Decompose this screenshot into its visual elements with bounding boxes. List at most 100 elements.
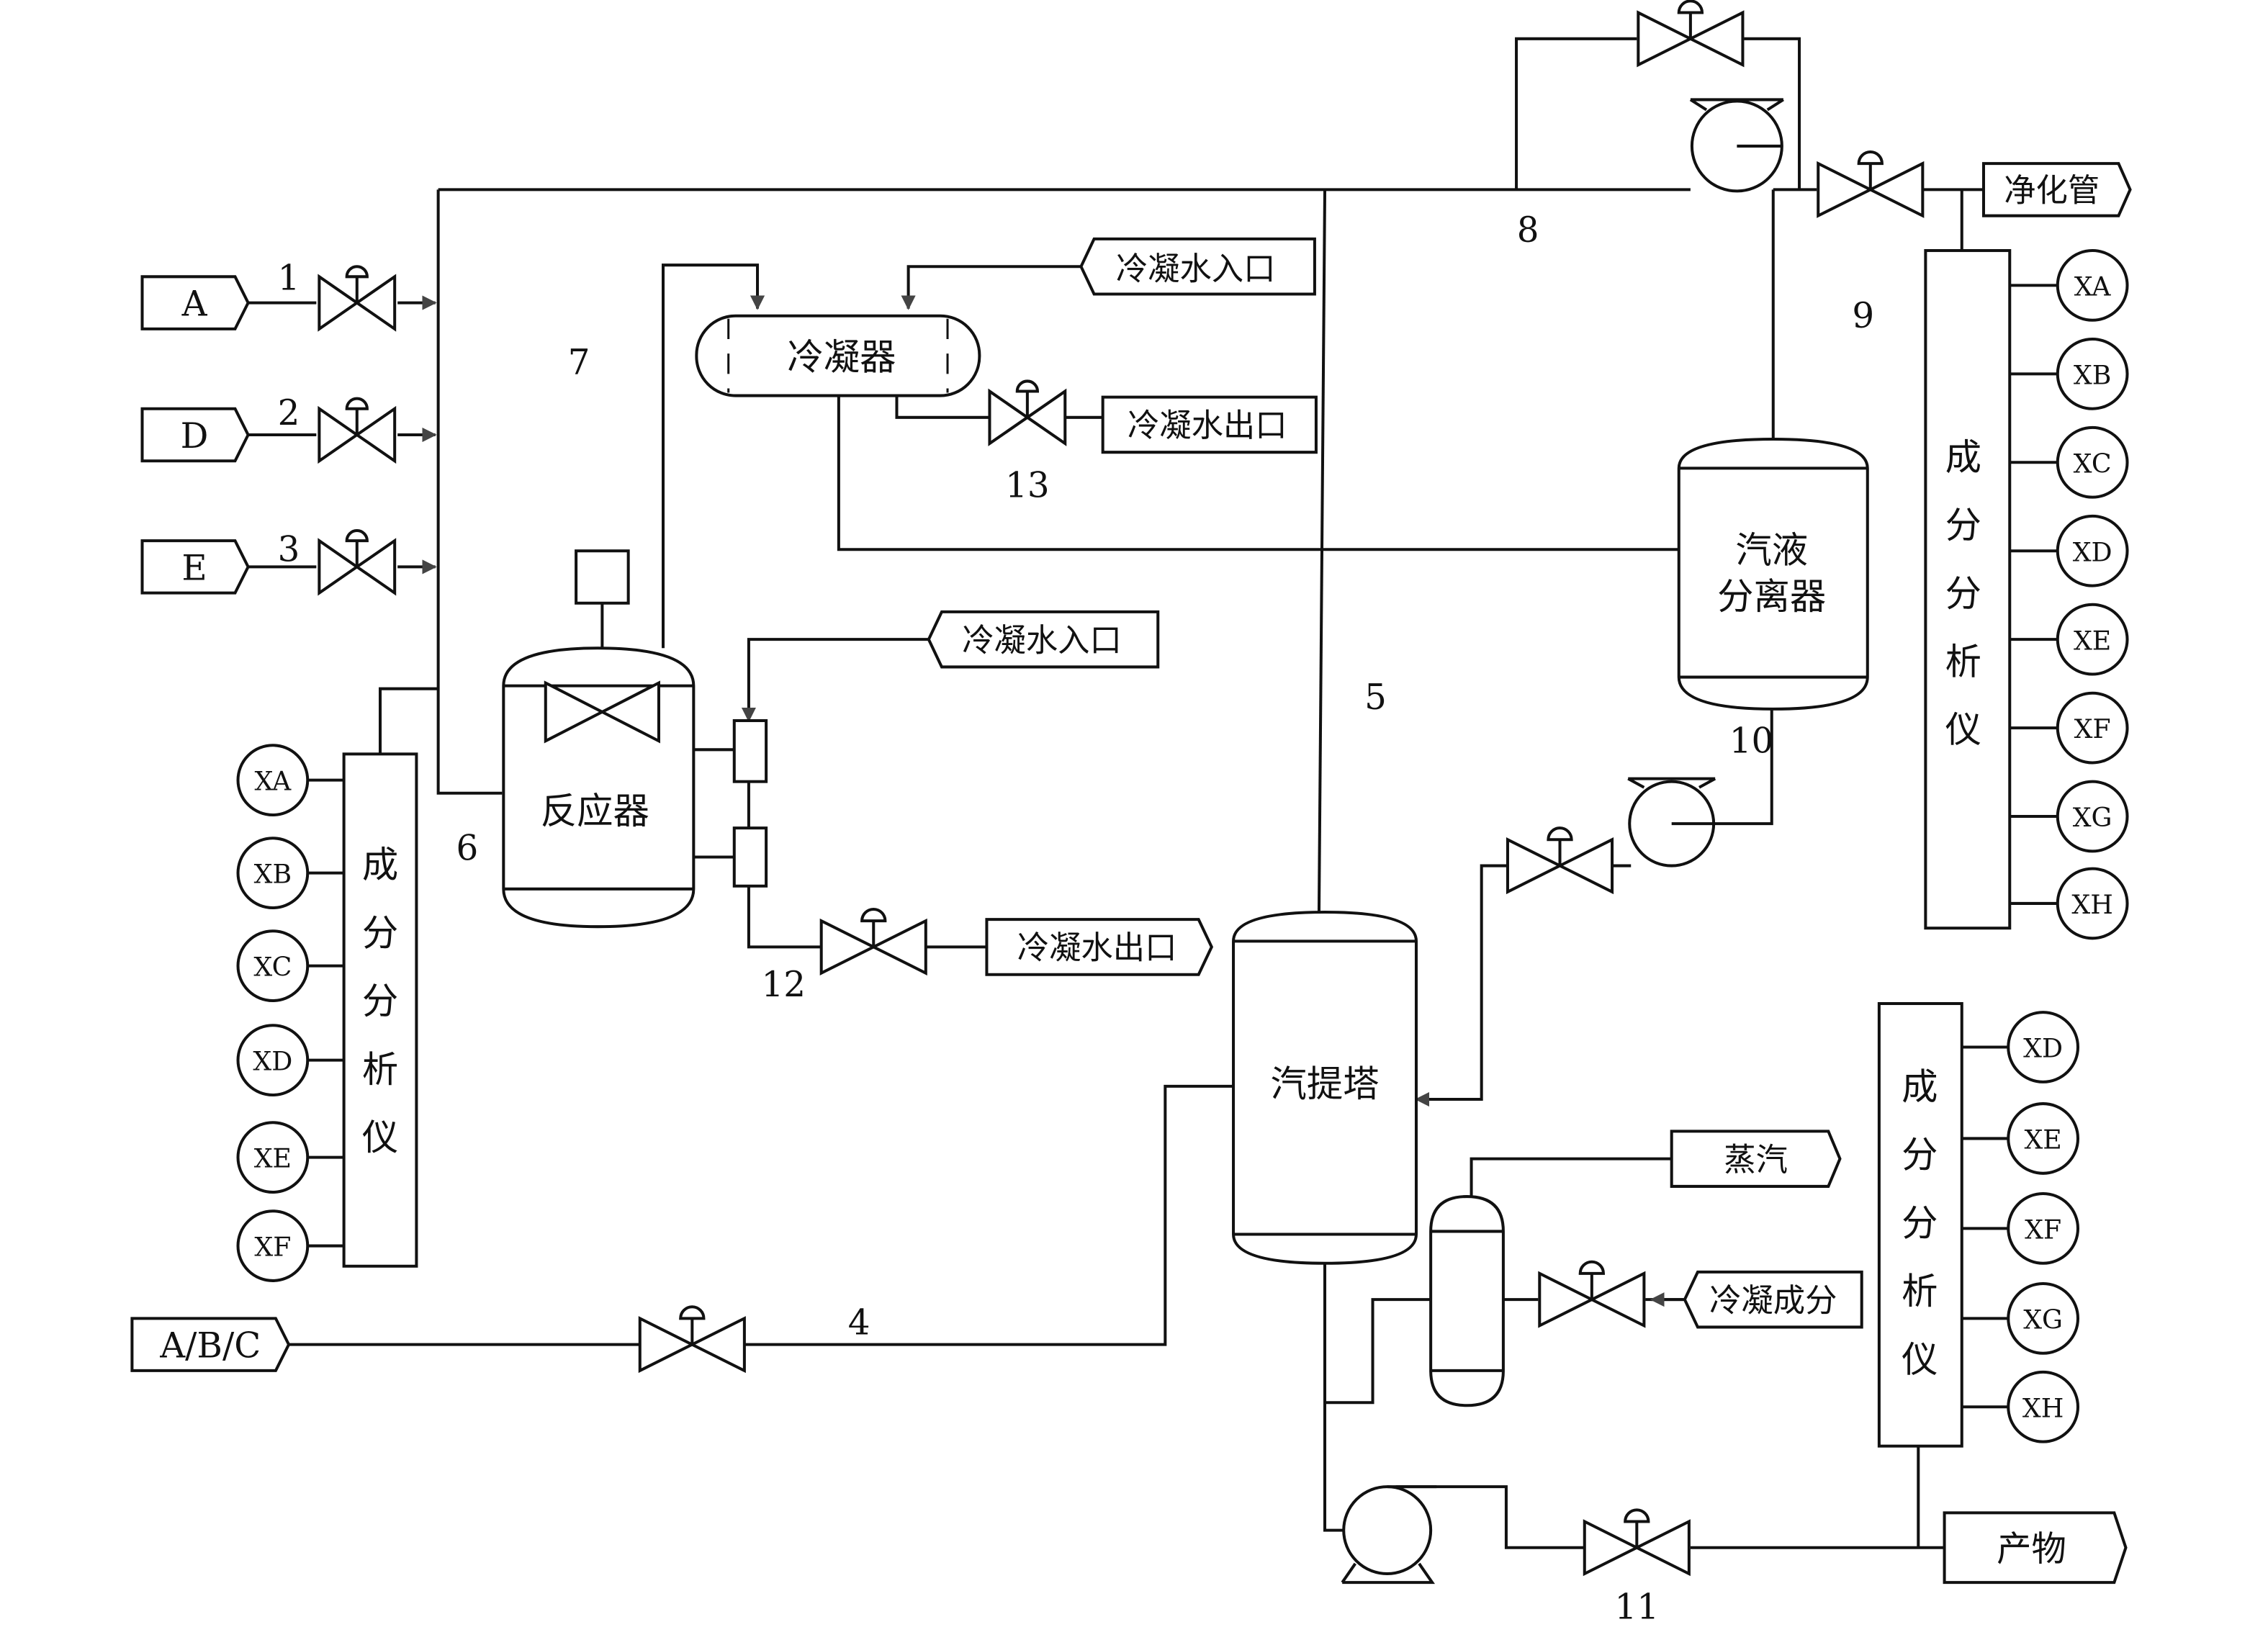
- analyzer-bottom-char-2: 分: [1902, 1202, 1938, 1244]
- analyzer-right-tag: XA: [2074, 271, 2112, 302]
- analyzer-right-char-0: 成: [1945, 436, 1981, 478]
- reactor-label: 反应器: [541, 790, 649, 832]
- stream-6-label: 6: [456, 828, 479, 868]
- analyzer-right-tag: XD: [2073, 536, 2112, 567]
- condensate-tag: 冷凝成分: [1683, 1270, 1863, 1329]
- reboiler: [1429, 1195, 1505, 1407]
- product-pump-icon: [1341, 1485, 1437, 1585]
- condenser-label: 冷凝器: [787, 335, 896, 378]
- utility-tags: 冷凝水入口 冷凝水出口 冷凝水入口 冷凝水出口 净化管 蒸汽 冷凝成分 产物: [927, 162, 2132, 1585]
- analyzer-left-tag: XD: [253, 1046, 292, 1077]
- feed-abc-label: A/B/C: [159, 1326, 261, 1366]
- piping: [246, 37, 1984, 1549]
- analyzer-left-char-1: 分: [362, 911, 398, 954]
- analyzer-bottom-tag: XH: [2022, 1392, 2064, 1423]
- cooling-coil-bottom-icon: [732, 826, 768, 888]
- separator-pump-icon: [1627, 777, 1716, 867]
- cw-out-reactor-tag: 冷凝水出口: [985, 918, 1214, 976]
- feed-e-label: E: [181, 549, 207, 589]
- valve-condensate-icon: [1539, 1262, 1644, 1326]
- steam-label: 蒸汽: [1724, 1142, 1788, 1178]
- analyzer-left: 成 分 分 析 仪 XA XB XC XD XE XF: [236, 744, 418, 1282]
- purge-tag: 净化管: [1981, 162, 2132, 217]
- valve-separator-liquid-icon: [1508, 828, 1612, 892]
- analyzer-bottom-char-3: 析: [1902, 1270, 1938, 1312]
- analyzer-right-tag: XF: [2074, 713, 2111, 744]
- analyzer-left-char-0: 成: [362, 844, 398, 886]
- feed-d-tag: D: [140, 407, 250, 463]
- stream-7-label: 7: [568, 342, 590, 382]
- stripper-label: 汽提塔: [1270, 1063, 1379, 1105]
- cw-in-reactor-tag: 冷凝水入口: [927, 610, 1160, 669]
- analyzer-left-title: 成 分 分 析 仪: [362, 844, 398, 1159]
- valve-condenser-cw-icon: [989, 381, 1065, 443]
- stream-numbers: 1 2 3 4 5 6 7 8 9 10 11 12 13: [278, 210, 1874, 1627]
- valve-product-icon: [1585, 1510, 1689, 1574]
- feed-abc-tag: A/B/C: [130, 1317, 291, 1372]
- stream-4-label: 4: [848, 1303, 870, 1343]
- analyzer-bottom-char-1: 分: [1902, 1134, 1938, 1176]
- feed-a-label: A: [181, 284, 208, 325]
- analyzer-bottom-char-0: 成: [1902, 1065, 1938, 1108]
- stream-2-label: 2: [278, 393, 300, 433]
- condenser: 冷凝器: [695, 314, 981, 397]
- steam-tag: 蒸汽: [1670, 1130, 1842, 1188]
- analyzer-left-tag: XB: [254, 859, 292, 890]
- separator-label-line2: 分离器: [1717, 575, 1826, 618]
- analyzer-right-tag: XE: [2074, 625, 2111, 656]
- analyzer-right-tag: XH: [2071, 889, 2112, 920]
- analyzer-left-char-3: 析: [362, 1048, 398, 1091]
- analyzer-left-tag: XC: [253, 952, 292, 983]
- agitator-icon: [544, 680, 660, 744]
- valve-feed-e-icon: [319, 531, 395, 593]
- valve-reactor-cw-icon: [822, 909, 926, 973]
- analyzer-left-char-2: 分: [362, 980, 398, 1022]
- stream-13-label: 13: [1005, 466, 1050, 506]
- cw-out-top-label: 冷凝水出口: [1128, 407, 1287, 444]
- product-label: 产物: [1997, 1529, 2066, 1569]
- purge-label: 净化管: [2004, 173, 2100, 209]
- analyzer-right-tag: XC: [2074, 448, 2112, 479]
- cw-out-top-tag: 冷凝水出口: [1101, 395, 1318, 454]
- cw-in-top-label: 冷凝水入口: [1116, 251, 1276, 287]
- analyzer-left-tag: XA: [255, 766, 292, 797]
- valve-feed-d-icon: [319, 399, 395, 461]
- cw-in-top-tag: 冷凝水入口: [1079, 237, 1316, 296]
- analyzer-right-tag: XB: [2074, 359, 2111, 390]
- stream-5-label: 5: [1364, 677, 1387, 718]
- product-tag: 产物: [1943, 1511, 2128, 1585]
- analyzer-bottom: 成 分 分 析 仪 XD XE XF XG XH: [1877, 1001, 2080, 1448]
- stream-1-label: 1: [278, 258, 300, 298]
- analyzer-left-char-4: 仪: [362, 1117, 398, 1159]
- stream-10-label: 10: [1729, 721, 1774, 761]
- analyzer-bottom-tag: XD: [2023, 1033, 2063, 1064]
- analyzer-right-char-1: 分: [1945, 504, 1981, 546]
- feed-d-label: D: [181, 416, 209, 456]
- separator-label-line1: 汽液: [1735, 528, 1808, 571]
- analyzer-bottom-tag: XF: [2025, 1214, 2061, 1245]
- feed-e-tag: E: [140, 539, 250, 595]
- stream-8-label: 8: [1517, 210, 1539, 251]
- compressor-icon: [1689, 98, 1784, 193]
- analyzer-right-tag: XG: [2073, 802, 2112, 833]
- analyzer-bottom-tag: XG: [2023, 1304, 2063, 1335]
- condensate-label: 冷凝成分: [1709, 1282, 1837, 1319]
- stream-9-label: 9: [1852, 296, 1874, 336]
- cooling-coil-top-icon: [732, 719, 768, 783]
- analyzer-left-tag: XF: [254, 1232, 291, 1263]
- analyzer-bottom-tag: XE: [2024, 1125, 2061, 1155]
- valve-bypass-icon: [1638, 1, 1742, 65]
- stripper: 汽提塔: [1232, 911, 1418, 1265]
- stream-3-label: 3: [278, 529, 300, 569]
- vapor-liquid-separator: 汽液 分离器: [1677, 438, 1869, 711]
- cw-out-reactor-label: 冷凝水出口: [1017, 930, 1177, 967]
- valve-feed-abc-icon: [640, 1307, 744, 1371]
- valve-feed-a-icon: [319, 266, 395, 329]
- analyzer-right: 成 分 分 析 仪 XA XB XC XD XE XF XG XH: [1924, 249, 2129, 940]
- cw-in-reactor-label: 冷凝水入口: [962, 622, 1122, 659]
- feed-a-tag: A: [140, 275, 250, 330]
- stream-12-label: 12: [762, 965, 806, 1005]
- valve-purge-icon: [1818, 152, 1922, 216]
- analyzer-right-char-2: 分: [1945, 572, 1981, 615]
